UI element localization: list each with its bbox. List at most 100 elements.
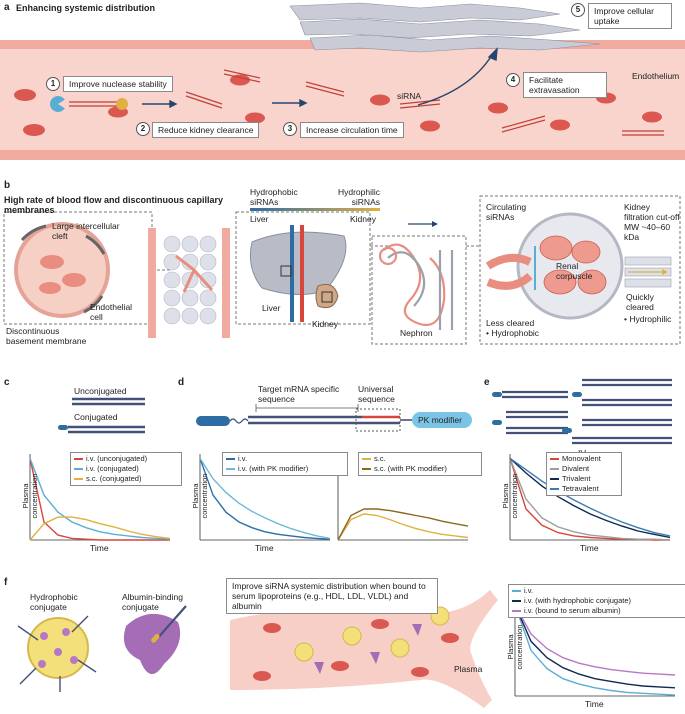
blood-vessel [0,40,685,160]
gradient-liver-label: Liver [250,214,269,224]
plot-d-right-legend: s.c.s.c. (with PK modifier) [358,452,482,476]
lipoprotein-info-box: Improve siRNA systemic distribution when… [226,578,438,614]
plot-d-right-series-0 [337,513,469,541]
plot-c-y-label: Plasma concentration [21,473,39,519]
plot-e-y-label: Plasma concentration [501,473,519,519]
panel-e-letter: e [484,377,490,388]
panel-f-letter: f [4,577,8,588]
basement-membrane-label: Discontinuous basement membrane [6,326,87,346]
plot-c [29,454,171,541]
legend-entry: s.c. (conjugated) [74,474,178,484]
legend-entry: Divalent [550,464,618,474]
liver-shape [249,231,347,296]
quickly-cleared-label: Quickly cleared [626,292,654,312]
legend-entry: i.v. (bound to serum albumin) [512,606,682,616]
legend-swatch [362,468,371,470]
hydrophobicity-gradient-bar [250,208,380,211]
plot-f [514,600,676,697]
legend-swatch [550,468,559,470]
step-1-label: Improve nuclease stability [63,76,173,92]
panel-d-letter: d [178,377,185,388]
plot-e-series-1 [509,458,671,541]
endothelium-label: Endothelium [632,71,680,81]
panel-a-letter: a [4,2,10,13]
plasma-vessel [230,590,498,708]
circulating-sirna-label: Circulating siRNAs [486,202,527,222]
panel-b-letter: b [4,180,11,191]
legend-label: i.v. (with hydrophobic conjugate) [524,596,631,605]
capillary-rbcs [39,255,86,294]
step-3-number: 3 [283,122,297,136]
step-2-label: Reduce kidney clearance [152,122,260,138]
legend-entry: i.v. (conjugated) [74,464,178,474]
red-blood-cells [14,74,662,136]
plot-d-left-y-label: Plasma concentration [191,473,209,519]
step-5-label: Improve cellular uptake [588,3,672,29]
plot-d-left-series-0 [199,458,331,540]
legend-label: Divalent [562,464,590,473]
step-1-number: 1 [46,77,60,91]
endothelium-cells [289,2,601,53]
panel-a-title: Enhancing systemic distribution [16,3,156,13]
capillary-cross-section [14,222,110,318]
legend-label: i.v. (unconjugated) [86,454,148,463]
panel-f-art [17,590,498,708]
legend-swatch [226,468,235,470]
plasma-label: Plasma [454,664,483,674]
step-4-number: 4 [506,73,520,87]
nephron-box [371,235,467,345]
albumin-binding-label: Albumin-binding conjugate [122,592,183,612]
nephron-label: Nephron [400,328,433,338]
plot-d-left-x-label: Time [255,543,274,553]
legend-label: s.c. (conjugated) [86,474,142,483]
legend-entry: i.v. (with PK modifier) [226,464,344,474]
flow-arrows [142,47,498,109]
step-3-label: Increase circulation time [300,122,404,138]
liver-label: Liver [262,303,281,313]
plot-f-series-2 [514,604,676,676]
plot-d-left-series-1 [199,457,331,540]
conjugated-label: Conjugated [74,412,118,422]
legend-entry: Tetravalent [550,484,618,494]
legend-label: i.v. [238,454,248,463]
legend-swatch [226,458,235,460]
plot-f-y-label: Plasma concentration [506,624,524,670]
legend-entry: i.v. [226,454,344,464]
plot-c-legend: i.v. (unconjugated)i.v. (conjugated)s.c.… [70,452,182,486]
plot-e-x-label: Time [580,543,599,553]
plot-c-series-1 [29,458,171,540]
sirna-duplexes [69,69,664,136]
kidney-shape [315,283,339,309]
legend-swatch [512,610,521,612]
panel-d-strand [196,404,472,432]
plot-c-series-2 [29,516,171,541]
less-cleared-label: Less cleared [486,318,535,328]
legend-label: i.v. (conjugated) [86,464,139,473]
renal-corpuscle-label: Renal corpuscle [556,261,593,281]
hydrophilic-sirna-label: Hydrophilic siRNAs [337,187,380,207]
filtration-label: Kidney filtration cut-off MW ~40–60 kDa [624,202,680,242]
pk-modifier-label: PK modifier [418,415,462,425]
plot-f-series-1 [514,604,676,689]
legend-label: s.c. (with PK modifier) [374,464,447,473]
plot-d-left-legend: i.v.i.v. (with PK modifier) [222,452,348,476]
legend-swatch [74,468,83,470]
plot-f-legend: i.v.i.v. (with hydrophobic conjugate)i.v… [508,584,685,618]
legend-entry: s.c. [362,454,478,464]
legend-swatch [512,600,521,602]
legend-swatch [550,458,559,460]
plot-d-left [199,454,331,541]
plot-e [509,454,671,541]
panel-e-valency-schematic [492,378,672,445]
legend-entry: i.v. (with hydrophobic conjugate) [512,596,682,606]
legend-entry: i.v. (unconjugated) [74,454,178,464]
legend-label: i.v. (with PK modifier) [238,464,309,473]
nuclease-icon [50,96,128,112]
quickly-cleared-hydrophilic: • Hydrophilic [624,314,672,324]
hydrophobic-sirna-label: Hydrophobic siRNAs [250,187,298,207]
legend-swatch [512,590,521,592]
legend-swatch [362,458,371,460]
